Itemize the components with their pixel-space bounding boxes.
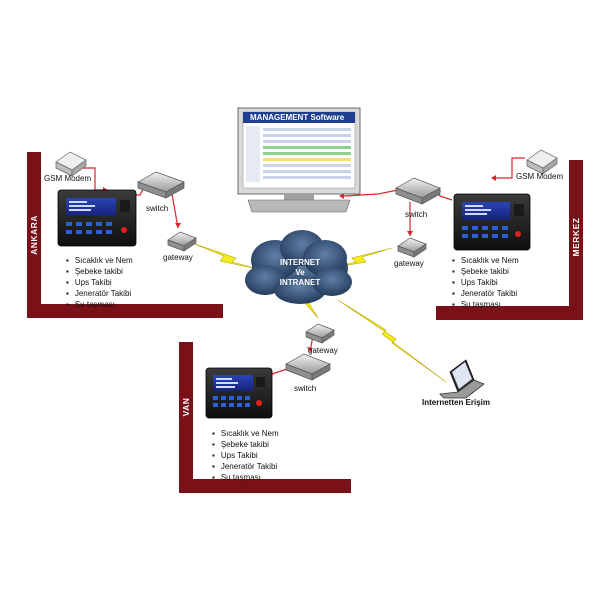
feature-item: Ups Takibi: [452, 277, 519, 288]
laptop-icon: [439, 359, 485, 399]
feature-item: Ups Takibi: [66, 277, 133, 288]
gsm-label-ankara: GSM Modem: [44, 174, 92, 183]
cloud-line-1: INTERNET: [280, 258, 320, 267]
gateway-icon-van: [305, 323, 335, 344]
feature-item: Şebeke takibi: [66, 266, 133, 277]
cloud-label: INTERNET Ve INTRANET: [268, 258, 332, 288]
cloud-line-2: Ve: [295, 268, 305, 277]
monitor-icon: [237, 107, 361, 213]
gsm-label-merkez: GSM Modem: [516, 172, 564, 181]
feature-list-merkez: Sıcaklık ve Nem Şebeke takibi Ups Takibi…: [452, 255, 519, 310]
site-name-van: VAN: [181, 397, 191, 417]
cloud-shape: [245, 230, 352, 304]
feature-list-van: Sıcaklık ve Nem Şebeke takibi Ups Takibi…: [212, 428, 279, 483]
switch-label-merkez: switch: [405, 210, 428, 219]
gateway-label-merkez: gateway: [394, 259, 424, 268]
monitoring-panel-ankara: [57, 189, 137, 247]
feature-item: Su taşması: [212, 472, 279, 483]
switch-icon-merkez: [395, 177, 441, 205]
gsm-modem-icon-merkez: [526, 149, 558, 175]
feature-item: Sıcaklık ve Nem: [212, 428, 279, 439]
site-name-ankara: ANKARA: [29, 215, 39, 255]
feature-item: Sıcaklık ve Nem: [66, 255, 133, 266]
feature-item: Su taşması: [452, 299, 519, 310]
feature-item: Ups Takibi: [212, 450, 279, 461]
switch-label-ankara: switch: [146, 204, 169, 213]
switch-icon-ankara: [137, 171, 185, 199]
gateway-icon-ankara: [167, 231, 197, 252]
gateway-icon-merkez: [397, 237, 427, 258]
site-name-merkez: MERKEZ: [571, 217, 581, 257]
monitoring-panel-merkez: [453, 193, 531, 251]
feature-item: Şebeke takibi: [452, 266, 519, 277]
feature-item: Sıcaklık ve Nem: [452, 255, 519, 266]
feature-item: Jeneratör Takibi: [66, 288, 133, 299]
management-title: MANAGEMENT Software: [250, 113, 345, 122]
feature-item: Jeneratör Takibi: [452, 288, 519, 299]
device-links: [82, 157, 525, 375]
feature-item: Jeneratör Takibi: [212, 461, 279, 472]
gsm-modem-icon-ankara: [55, 151, 87, 177]
gateway-label-ankara: gateway: [163, 253, 193, 262]
cloud-line-3: INTRANET: [279, 278, 321, 287]
feature-list-ankara: Sıcaklık ve Nem Şebeke takibi Ups Takibi…: [66, 255, 133, 310]
switch-label-van: switch: [294, 384, 317, 393]
feature-item: Su taşması: [66, 299, 133, 310]
internet-access-label: Internetten Erişim: [422, 398, 491, 407]
monitoring-panel-van: [205, 367, 273, 419]
feature-item: Şebeke takibi: [212, 439, 279, 450]
switch-icon-van: [285, 353, 331, 381]
gateway-label-van: gateway: [308, 346, 338, 355]
